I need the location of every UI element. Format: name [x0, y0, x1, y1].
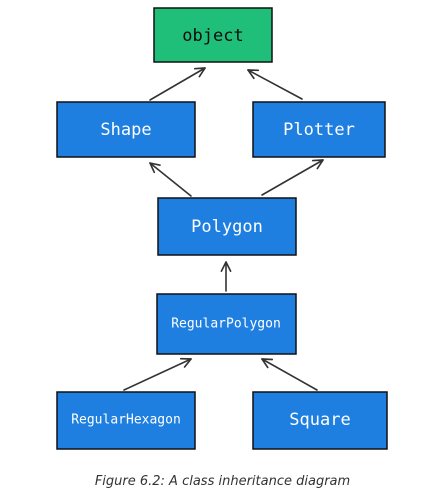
shape-box — [56, 101, 196, 158]
regular-polygon-label: RegularPolygon — [171, 317, 281, 332]
node-regular-polygon: RegularPolygon — [156, 293, 297, 355]
arrow-plotter-to-object — [247, 69, 303, 100]
polygon-label: Polygon — [191, 217, 263, 237]
polygon-box — [157, 197, 297, 256]
object-box — [153, 7, 273, 63]
shape-label: Shape — [100, 120, 151, 140]
node-regular-hexagon: RegularHexagon — [56, 391, 196, 450]
square-label: Square — [289, 410, 350, 430]
square-box — [252, 391, 388, 450]
arrow-polygon-to-plotter — [261, 159, 324, 196]
arrow-square-to-regular-polygon — [261, 358, 318, 391]
node-shape: Shape — [56, 101, 196, 158]
regular-hexagon-box — [56, 391, 196, 450]
object-label: object — [182, 26, 243, 46]
arrow-polygon-to-shape — [149, 162, 192, 197]
arrow-shape-to-object — [149, 67, 206, 101]
plotter-box — [252, 101, 386, 158]
arrow-regular-hexagon-to-regular-polygon — [123, 357, 192, 391]
regular-polygon-box — [156, 293, 297, 355]
class-inheritance-diagram: object Shape Plotter Polygon RegularPoly… — [56, 7, 388, 450]
node-square: Square — [252, 391, 388, 450]
node-polygon: Polygon — [157, 197, 297, 256]
regular-hexagon-label: RegularHexagon — [71, 413, 181, 428]
figure-caption: Figure 6.2: A class inheritance diagram — [94, 474, 351, 489]
inheritance-arrows — [123, 67, 324, 391]
node-object: object — [153, 7, 273, 63]
node-plotter: Plotter — [252, 101, 386, 158]
plotter-label: Plotter — [283, 120, 355, 140]
